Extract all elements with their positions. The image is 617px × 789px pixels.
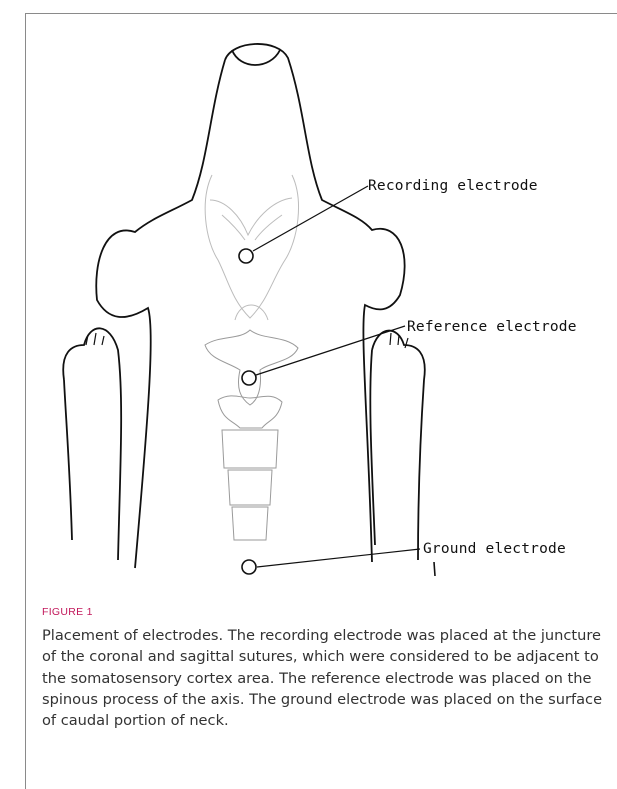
ground-leader-line <box>257 549 420 567</box>
ground-electrode-label: Ground electrode <box>423 541 566 557</box>
skull-sketch <box>205 175 298 320</box>
left-forepaw-inner <box>64 380 72 540</box>
recording-electrode-label: Recording electrode <box>368 178 538 194</box>
electrode-placement-illustration: Recording electrode Reference electrode … <box>0 0 617 600</box>
reference-leader-line <box>256 326 405 375</box>
recording-electrode-marker <box>239 249 253 263</box>
head-outline-left <box>96 60 225 568</box>
right-paw-toes <box>390 333 408 348</box>
reference-electrode-marker <box>242 371 256 385</box>
figure-caption: Placement of electrodes. The recording e… <box>42 625 607 731</box>
tail-mark <box>434 562 435 576</box>
ground-electrode-marker <box>242 560 256 574</box>
reference-electrode-label: Reference electrode <box>407 319 577 335</box>
nose-tip <box>232 50 280 65</box>
vertebrae-sketch <box>205 330 298 540</box>
figure-number-label: FIGURE 1 <box>42 606 93 618</box>
head-outline <box>225 44 405 562</box>
recording-leader-line <box>253 186 368 251</box>
right-forepaw <box>372 331 425 560</box>
